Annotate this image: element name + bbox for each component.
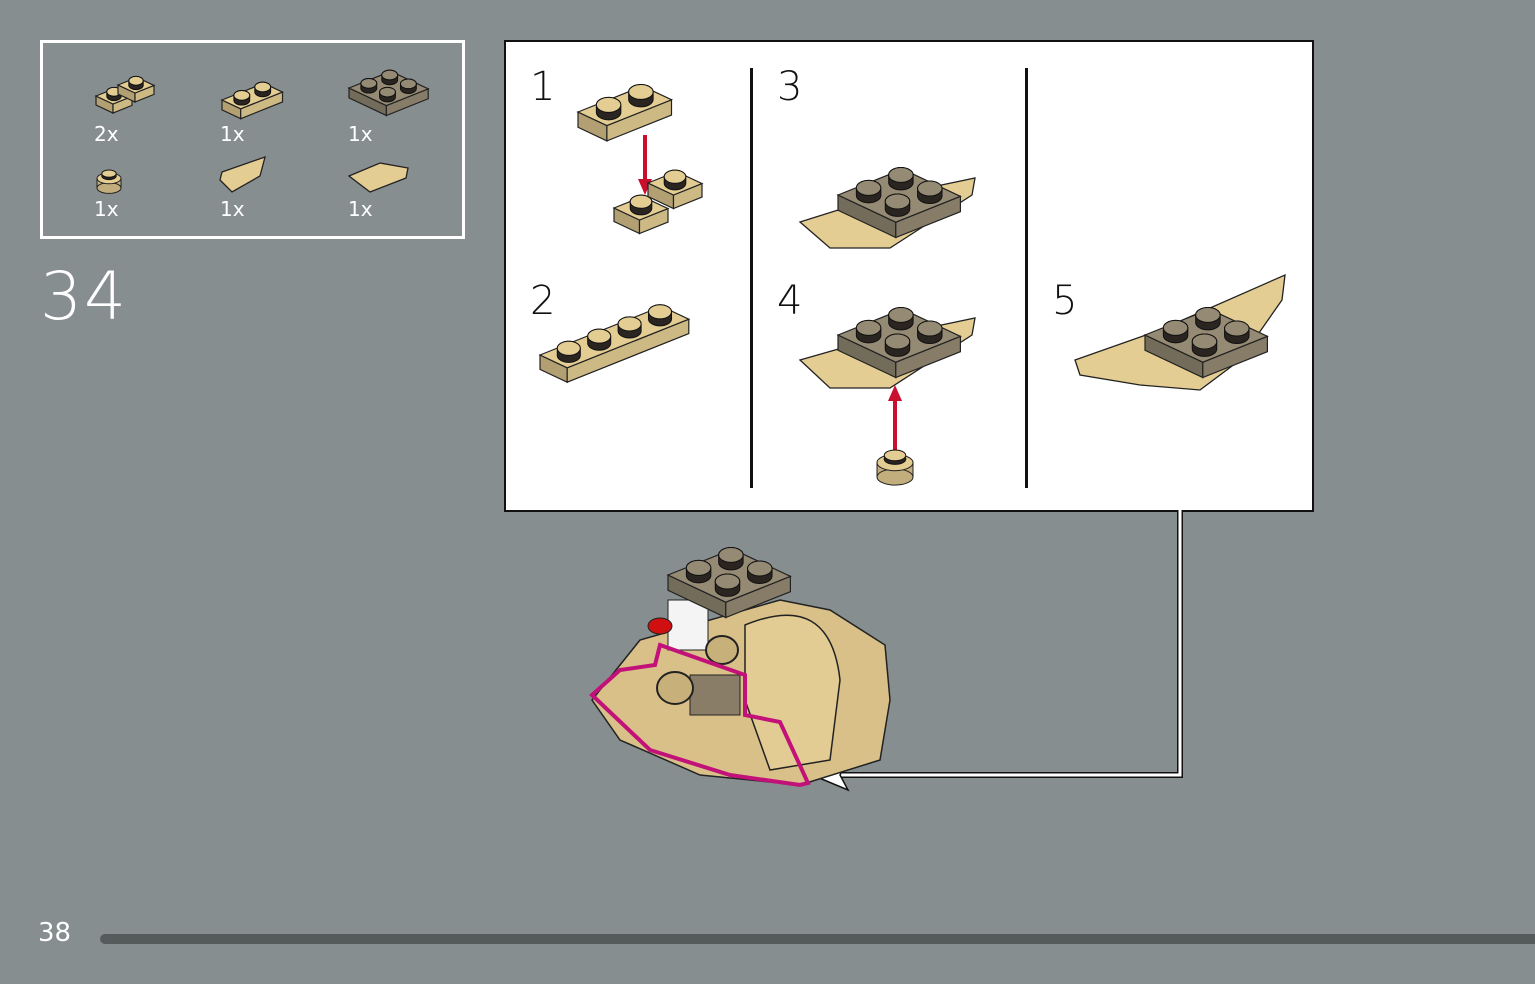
plate-1x2-part-icon: [220, 81, 285, 120]
stud-top: [884, 333, 911, 350]
progress-bar: [100, 934, 1535, 944]
stud-top: [917, 320, 943, 337]
stud-top: [1162, 319, 1189, 336]
plate-2x2-part-icon: [347, 69, 430, 117]
model-dome: [744, 614, 841, 771]
plate-2x2-icon: [836, 306, 962, 379]
part-qty: 1x: [220, 197, 245, 221]
part-qty: 1x: [348, 122, 373, 146]
plate-2x2-icon: [666, 546, 792, 619]
substep-number: 1: [530, 64, 556, 110]
substep-number: 3: [777, 64, 803, 110]
substep-number: 5: [1052, 278, 1078, 324]
substep-number: 4: [777, 278, 803, 324]
stud-top: [1224, 320, 1250, 337]
stud-top: [647, 304, 673, 320]
connector-line: [830, 510, 1182, 777]
stud-top: [628, 83, 654, 100]
model-body: [591, 599, 891, 786]
sub-assembly-callout: 1 2 3 4 5: [504, 40, 1314, 512]
inverted-slope-icon: [612, 194, 670, 235]
stud-top: [128, 75, 144, 86]
plate-2x2-icon: [836, 166, 962, 239]
wedge-top: [347, 162, 409, 193]
stud-top: [888, 166, 914, 183]
stud-top: [718, 546, 744, 563]
stud-top: [884, 193, 911, 210]
stud-top: [556, 340, 581, 356]
wedge-top: [219, 155, 266, 193]
stud-top: [233, 90, 251, 101]
stud-top: [595, 96, 622, 113]
part-qty: 1x: [94, 197, 119, 221]
new-parts-highlight: [589, 642, 811, 788]
plate-2x2-icon: [1143, 306, 1269, 379]
round-plate-icon: [876, 449, 914, 486]
stud-top: [1195, 306, 1221, 323]
parts-list-panel: 2x 1x 1x 1x 1x 1x: [40, 40, 465, 239]
part-qty: 1x: [348, 197, 373, 221]
stud-top: [101, 169, 117, 178]
stud-top: [587, 328, 612, 344]
stud-top: [254, 81, 272, 93]
stud-top: [917, 180, 943, 197]
wedge-plate-part-icon: [347, 162, 409, 193]
plate-1x2-icon: [576, 83, 674, 142]
part-qty: 2x: [94, 122, 119, 146]
stud-top: [629, 194, 653, 209]
stud-top: [747, 560, 773, 577]
page-number: 38: [38, 918, 72, 948]
stud-top: [855, 179, 882, 196]
stud-top: [663, 169, 687, 184]
inverted-slope-assembly-icon: [538, 304, 691, 384]
round-detail: [705, 635, 739, 665]
stud-top: [399, 78, 417, 90]
red-arrow-up-icon: [888, 385, 902, 455]
callout-divider: [1025, 68, 1028, 488]
stud-top: [381, 69, 399, 81]
stud-top: [379, 86, 396, 98]
inverted-slope-icon: [646, 169, 704, 210]
inverted-slope-part-icon: [116, 75, 156, 103]
arrow-head: [888, 385, 902, 401]
stud-top: [855, 319, 882, 336]
part-qty: 1x: [220, 122, 245, 146]
substep-number: 2: [530, 278, 556, 324]
dark-tile: [689, 674, 741, 716]
stud-top: [883, 449, 907, 462]
step-number: 34: [40, 258, 128, 335]
round-plate-part-icon: [96, 169, 122, 194]
stud-top: [360, 78, 378, 89]
stud-top: [888, 306, 914, 323]
stud-top: [1191, 333, 1218, 350]
stud-top: [685, 559, 712, 576]
white-brick: [667, 599, 709, 651]
stud-top: [617, 316, 642, 332]
round-detail: [656, 671, 694, 705]
stud-top: [714, 573, 741, 590]
red-light: [647, 617, 673, 635]
round-bottom: [876, 468, 914, 486]
main-model-illustration: [589, 599, 891, 788]
callout-divider: [750, 68, 753, 488]
wedge-plate-part-icon: [219, 155, 266, 193]
